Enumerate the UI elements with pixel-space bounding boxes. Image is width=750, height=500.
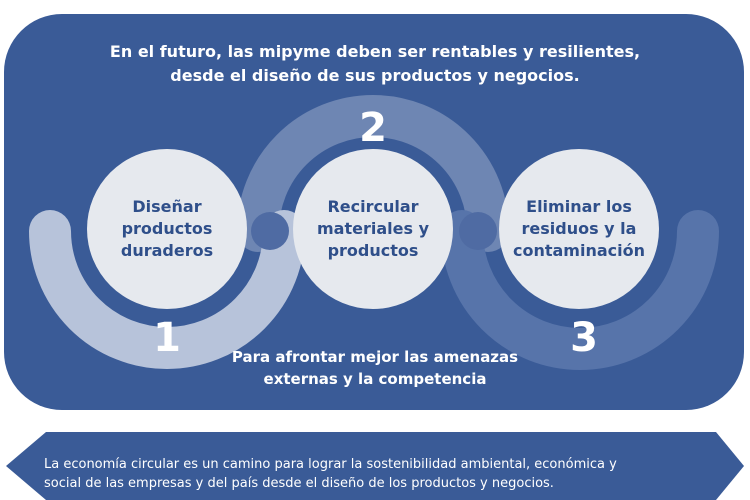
step-2-line-1: Recircular [327,197,419,216]
step-3-line-1: Eliminar los [526,197,632,216]
ring-step-2 [237,95,509,252]
step-3-line-3: contaminación [512,241,645,260]
step-2-circle: Recircular materiales y productos [293,149,453,309]
footer-text: Para afrontar mejor las amenazas externa… [150,346,600,390]
step-1-circle: Diseñar productos duraderos [87,149,247,309]
headline-line-2: desde el diseño de sus productos y negoc… [170,66,580,85]
connector-1-2 [251,212,289,250]
step-2-line-3: productos [327,241,419,260]
step-3-circle: Eliminar los residuos y la contaminación [499,149,659,309]
summary-text: La economía circular es un camino para l… [44,455,714,493]
step-2-number: 2 [359,105,387,151]
footer-line-1: Para afrontar mejor las amenazas [231,348,519,366]
summary-line-1: La economía circular es un camino para l… [44,457,617,472]
footer-line-2: externas y la competencia [263,370,487,388]
step-3-number: 3 [570,315,598,361]
headline: En el futuro, las mipyme deben ser renta… [40,40,710,88]
step-3-line-2: residuos y la [521,219,637,238]
headline-line-1: En el futuro, las mipyme deben ser renta… [109,42,641,61]
connector-2-3 [459,212,497,250]
step-1-line-2: productos [121,219,213,238]
step-1-number: 1 [153,315,181,361]
ring-step-3 [441,210,719,370]
step-1-line-3: duraderos [120,241,214,260]
summary-banner [6,432,744,500]
step-1-line-1: Diseñar [132,197,202,216]
ring-step-1 [29,210,305,369]
step-2-line-2: materiales y [317,219,429,238]
summary-line-2: social de las empresas y del país desde … [44,476,554,491]
